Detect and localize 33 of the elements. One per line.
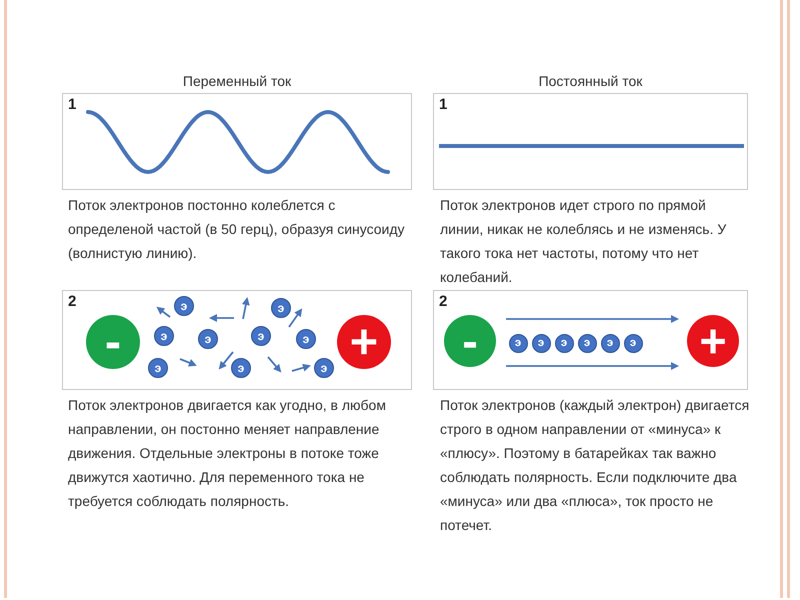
electron-circle: э: [198, 329, 218, 349]
electron-circle: э: [271, 298, 291, 318]
panel-number: 2: [439, 293, 448, 310]
description-text: Поток электронов (каждый электрон) двигается строго в одном направлении от «минуса» к «плюсу». Поэтому в батарейках так важно соблюдать полярность. Если подключите два «минуса» или два «плюса», ток просто не потечет.: [440, 396, 750, 535]
electron-circle: э: [251, 326, 271, 346]
panel-number: 1: [439, 96, 448, 113]
description-text: Поток электронов идет строго по прямой линии, никак не колеблясь и не изменясь. У такого тока нет частоты, потому что нет колебаний.: [440, 196, 728, 287]
electron-circle: э: [600, 334, 620, 352]
electron-circle: э: [532, 334, 550, 352]
electron-circle: э: [554, 334, 574, 352]
negative-terminal: -: [444, 315, 496, 367]
electron-circle: э: [148, 358, 168, 378]
positive-terminal: +: [687, 315, 739, 367]
panel-number: 2: [68, 293, 76, 310]
description-text: Поток электронов постонно колеблется с определеной частой (в 50 герц), образуя синусоиду (волнистую линию).: [68, 196, 406, 263]
electron-circle: э: [231, 358, 251, 378]
electron-circle: э: [508, 334, 528, 352]
electron-circle: э: [174, 296, 194, 316]
column-heading: Постоянный ток: [538, 73, 644, 89]
panel-frame: [433, 290, 748, 390]
electron-circle: э: [578, 334, 596, 352]
panel-number: 1: [68, 96, 76, 113]
negative-terminal: -: [86, 315, 140, 369]
positive-terminal: +: [337, 315, 391, 369]
electron-circle: э: [296, 329, 316, 349]
electron-circle: э: [154, 326, 174, 346]
description-text: Поток электронов двигается как угодно, в любом направлении, он постонно меняет направление движения. Отдельные электроны в потоке тоже движутся хаотично. Для переменного тока не требуется соблюдать полярность.: [68, 396, 387, 511]
electron-circle: э: [314, 358, 334, 378]
panel-frame: [62, 93, 412, 190]
panel-frame: [433, 93, 748, 190]
electron-circle: э: [624, 334, 642, 352]
column-heading: Переменный ток: [182, 73, 292, 89]
panel-frame: [62, 290, 412, 390]
